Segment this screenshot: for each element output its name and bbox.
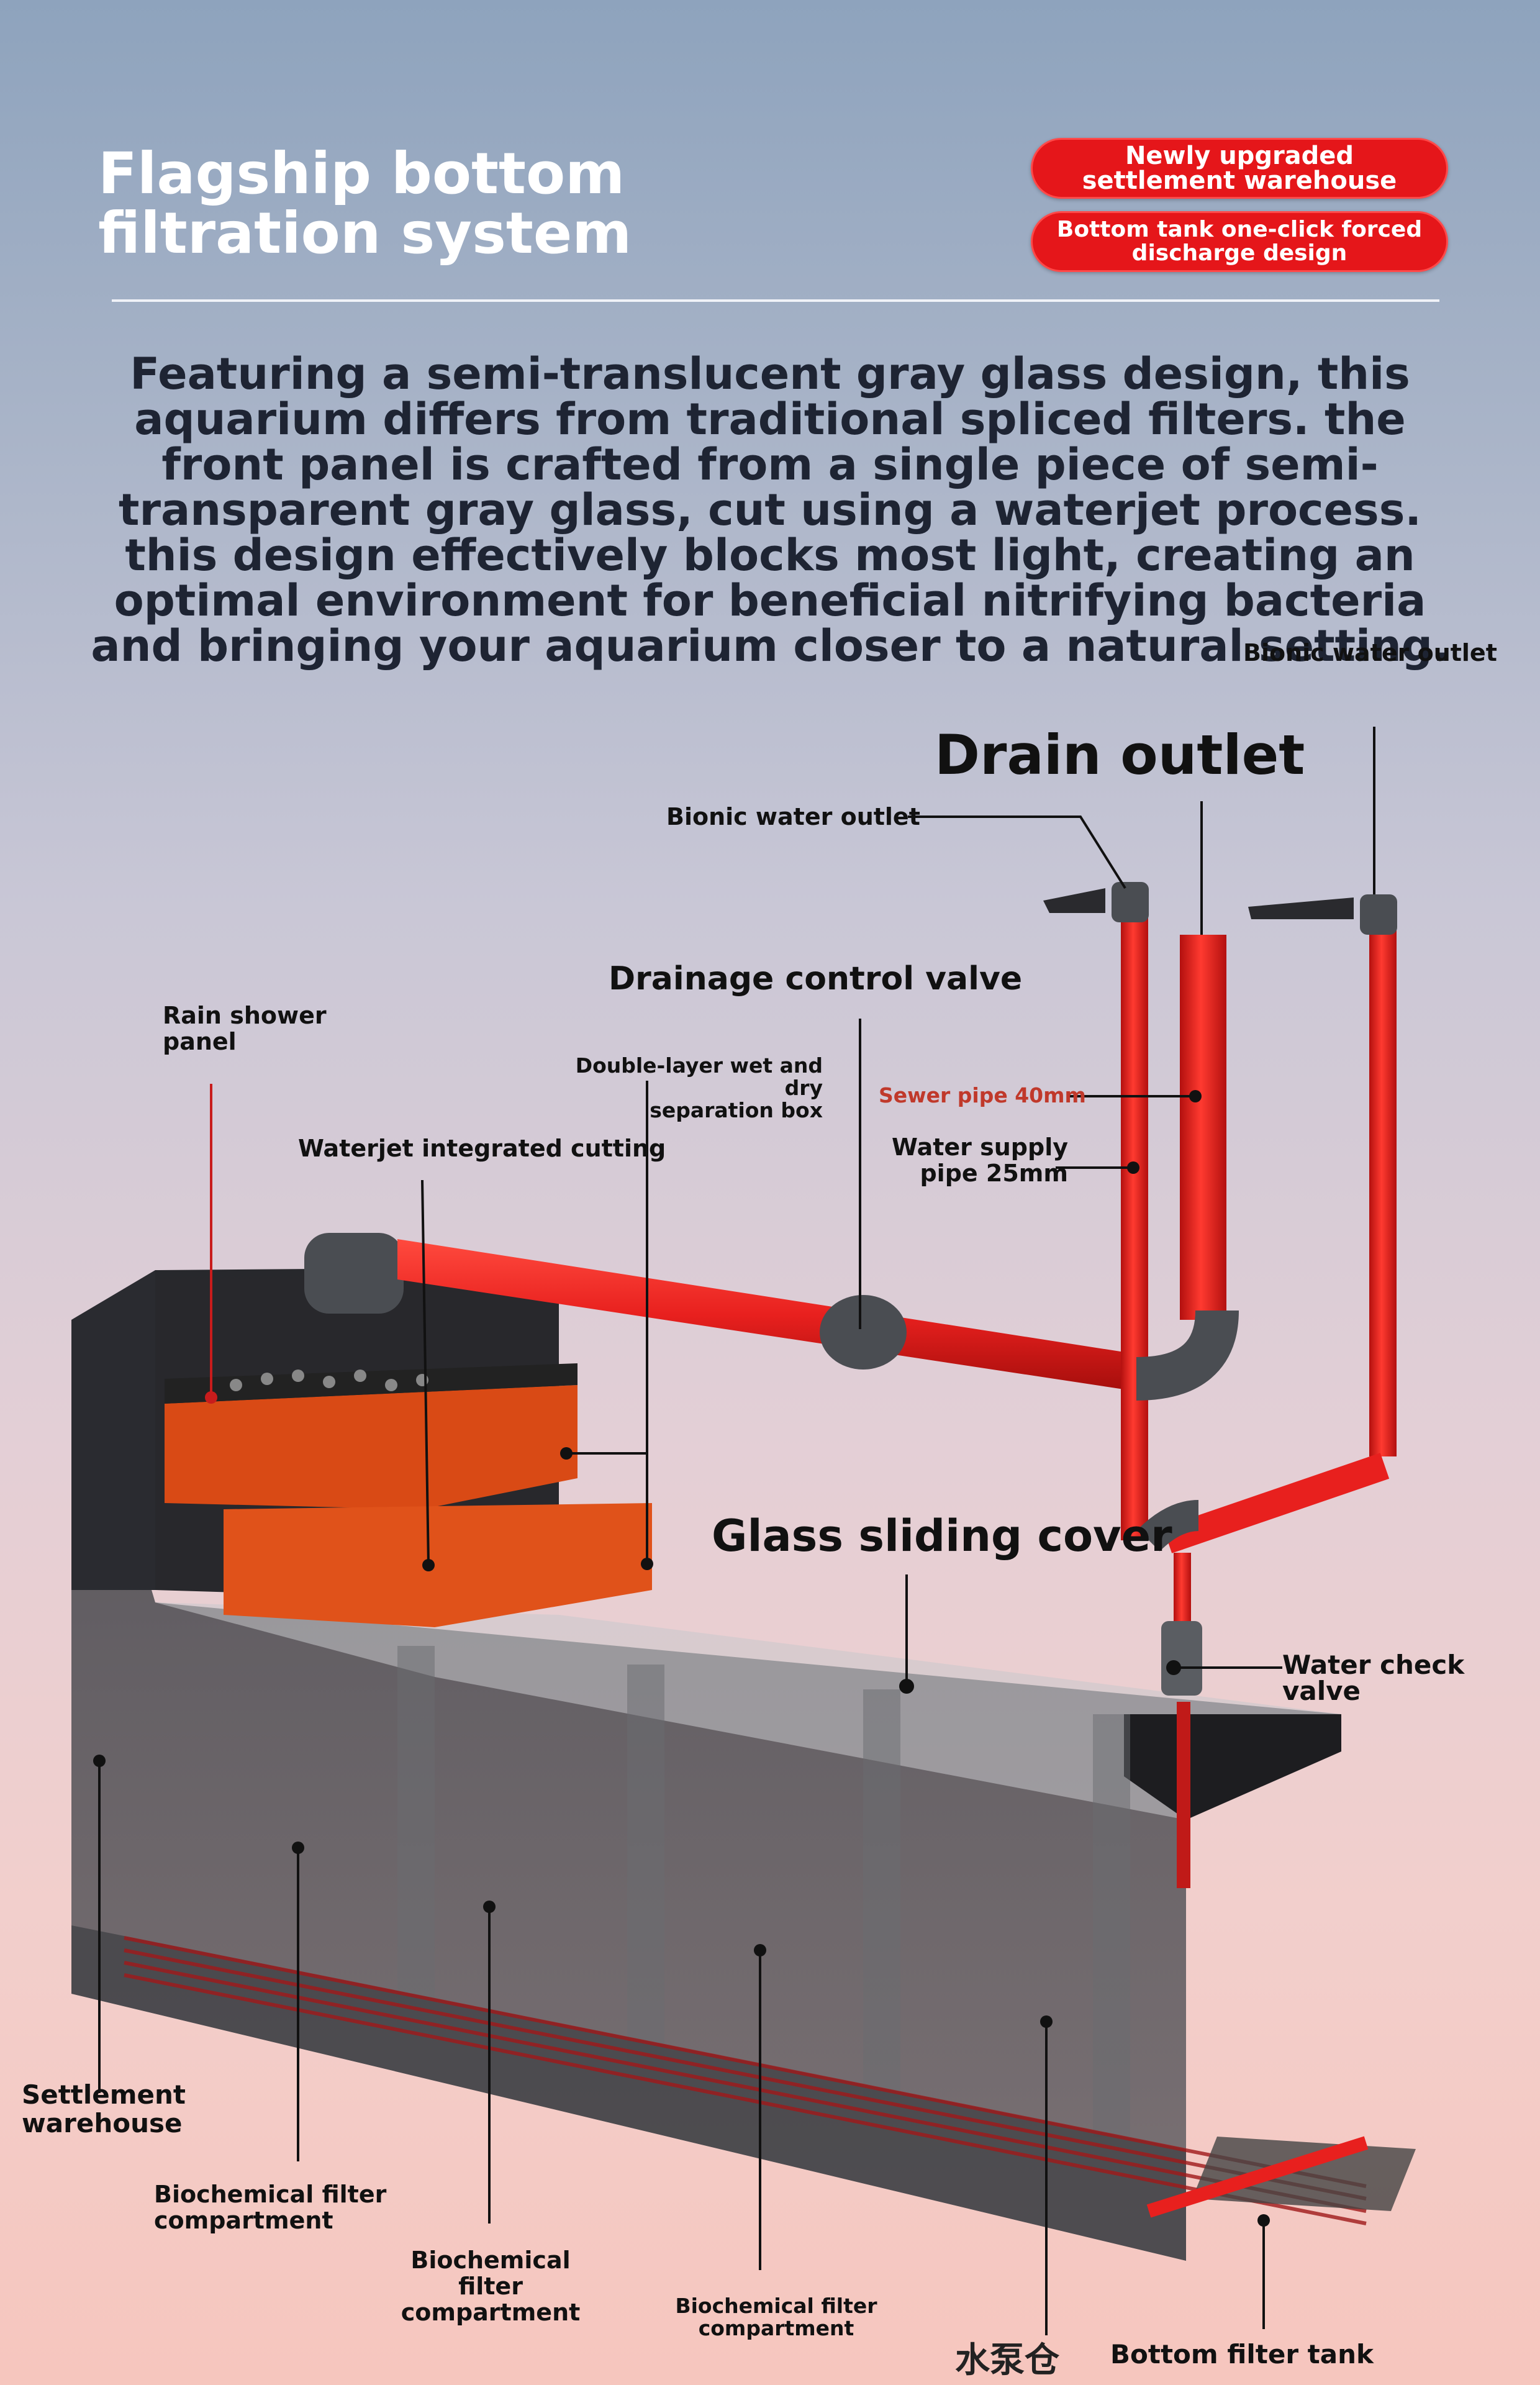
badge-line: Newly upgraded: [1125, 142, 1354, 170]
label-bionic-outlet-left: Bionic water outlet: [666, 803, 920, 830]
label-biochemical-compartment-2: Biochemical filter compartment: [385, 2247, 596, 2325]
label-settlement-warehouse: Settlement warehouse: [22, 2081, 186, 2138]
label-line: compartment: [154, 2207, 333, 2234]
pipe-network: [304, 882, 1397, 1888]
label-pump-compartment: 水泵仓: [955, 2340, 1059, 2381]
label-water-check-valve: Water check valve: [1282, 1650, 1465, 1706]
header-divider: [112, 299, 1439, 302]
leader-dots: [93, 1090, 1270, 2227]
wet-dry-boxes: [165, 1363, 652, 1627]
label-water-supply-pipe: Water supply pipe 25mm: [888, 1134, 1068, 1186]
label-line: pipe 25mm: [920, 1160, 1068, 1187]
label-line: Rain shower: [163, 1002, 327, 1029]
label-glass-sliding-cover: Glass sliding cover: [712, 1510, 1172, 1561]
label-drainage-control-valve: Drainage control valve: [609, 960, 1023, 997]
label-bottom-filter-tank: Bottom filter tank: [1110, 2339, 1374, 2369]
label-bionic-outlet-right: Bionic water outlet: [1243, 639, 1497, 666]
label-biochemical-compartment-1: Biochemical filter compartment: [154, 2181, 386, 2233]
label-line: panel: [163, 1028, 237, 1055]
page-title: Flagship bottom filtration system: [98, 140, 632, 266]
label-line: Biochemical filter: [154, 2181, 387, 2208]
badge-line: discharge design: [1131, 240, 1348, 266]
label-line: warehouse: [22, 2108, 183, 2138]
label-line: compartment: [698, 2316, 854, 2340]
label-line: Settlement: [22, 2079, 186, 2110]
label-waterjet-cutting: Waterjet integrated cutting: [298, 1135, 666, 1162]
label-line: Double-layer wet and dry: [575, 1053, 823, 1100]
label-line: Water supply: [892, 1133, 1068, 1161]
label-drain-outlet: Drain outlet: [935, 723, 1305, 787]
label-line: separation box: [650, 1098, 823, 1122]
description-text: Featuring a semi-translucent gray glass …: [91, 348, 1449, 671]
label-line: compartment: [401, 2299, 581, 2326]
label-rain-shower-panel: Rain shower panel: [163, 1002, 327, 1055]
label-double-layer-box: Double-layer wet and dry separation box: [546, 1055, 823, 1122]
label-sewer-pipe: Sewer pipe 40mm: [879, 1083, 1086, 1107]
label-line: Biochemical filter: [675, 2294, 877, 2318]
badge-line: Bottom tank one-click forced: [1056, 217, 1423, 242]
label-line: Biochemical filter: [410, 2246, 571, 2300]
label-biochemical-compartment-3: Biochemical filter compartment: [671, 2295, 882, 2340]
badge-line: settlement warehouse: [1082, 166, 1397, 195]
leader-lines: [98, 727, 1375, 2335]
